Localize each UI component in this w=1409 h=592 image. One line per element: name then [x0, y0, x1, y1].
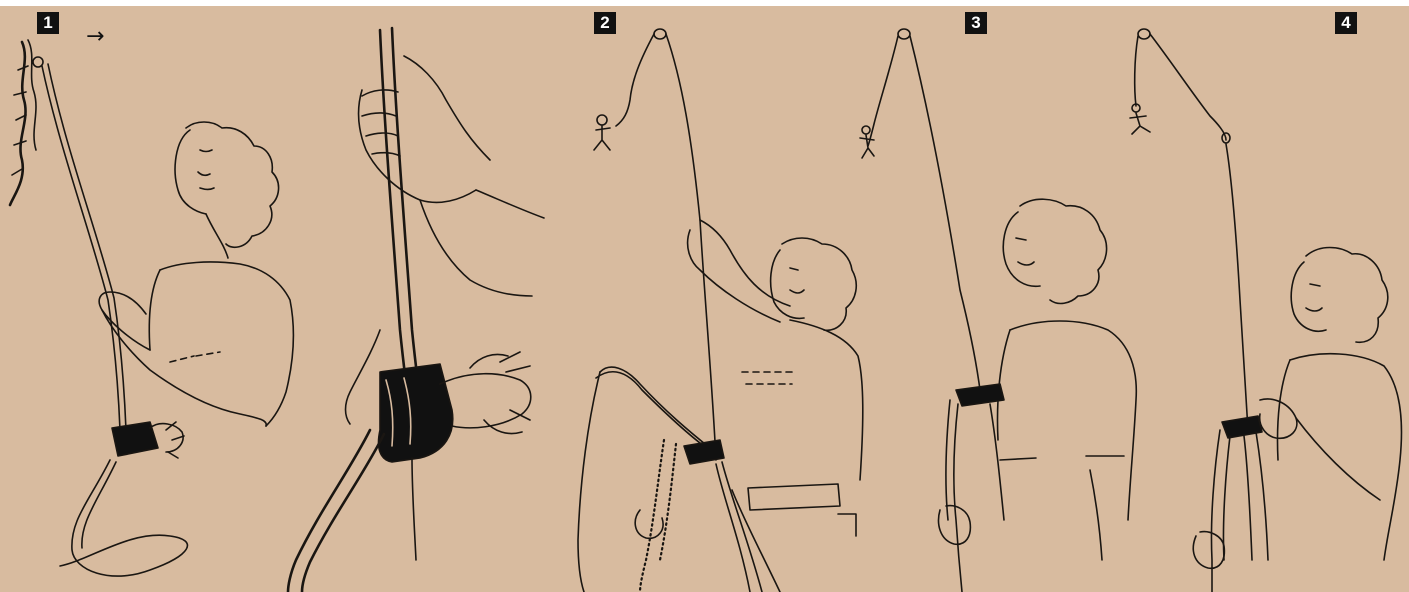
belay-device-icon: [956, 384, 1004, 406]
climber-figure-icon: [1130, 104, 1150, 134]
panel-1-belayer: [10, 40, 293, 576]
anchor-bolt-icon: [1138, 29, 1150, 39]
anchor-bolt-icon: [898, 29, 910, 39]
panel-1-closeup: [288, 28, 544, 592]
panel-4-belayer: [1130, 29, 1401, 592]
climber-figure-icon: [594, 115, 610, 150]
anchor-bolt-icon: [654, 29, 666, 39]
panel-3-belayer: [860, 29, 1136, 592]
belay-device-icon: [684, 440, 724, 464]
panel-2-belayer: [578, 29, 863, 592]
